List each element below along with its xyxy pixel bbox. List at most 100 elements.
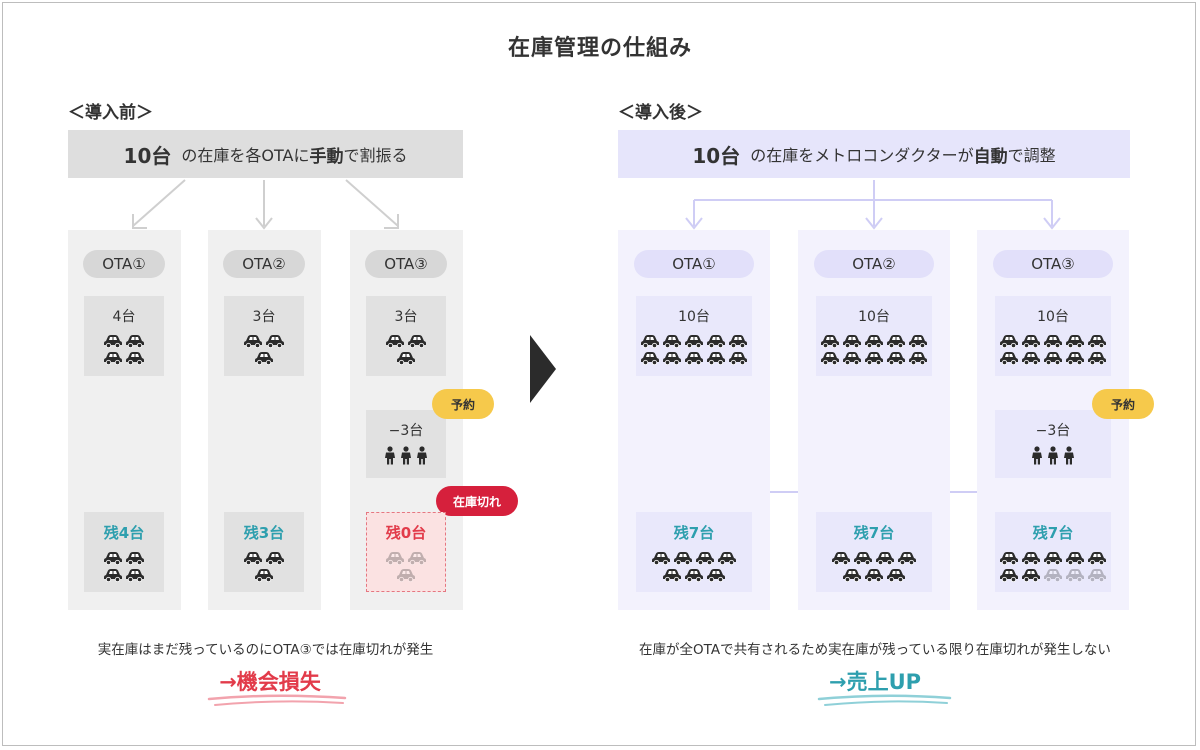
after-header-count: 10台 [692,143,741,168]
car-icon [104,352,122,365]
car-icon [909,335,927,348]
before-header-bold: 手動 [309,146,344,167]
car-row [242,566,286,583]
car-row [830,549,918,566]
car-icon [1088,335,1106,348]
car-row [639,349,749,366]
allocation-count: 10台 [678,309,710,325]
after-section-label: ＜導入後＞ [618,103,703,123]
car-icon [821,352,839,365]
car-icon [821,335,839,348]
car-icon [255,568,273,582]
after-ota2-allocation: 10台 [816,296,932,376]
car-icon [1000,551,1018,565]
car-group [998,332,1108,366]
allocation-count: 3台 [394,309,418,325]
car-row [830,566,918,583]
after-ota2-remaining: 残7台 [816,512,932,592]
car-icon [266,335,284,348]
after-underline-stroke [817,694,952,706]
car-icon [397,568,415,582]
car-icon [126,352,144,365]
car-icon [652,551,670,565]
car-icon [707,335,725,348]
person-icon [417,445,427,464]
car-icon [887,568,905,582]
car-icon [1066,551,1084,565]
car-icon [865,352,883,365]
before-ota1-remaining: 残4台 [84,512,164,592]
car-row [998,566,1108,583]
person-icon [385,445,395,464]
after-header: 10台 の在庫をメトロコンダクターが 自動 で調整 [618,130,1130,178]
car-group [998,549,1108,583]
car-icon [104,551,122,565]
before-header: 10台 の在庫を各OTAに 手動 で割振る [68,130,463,178]
after-ota3-label: OTA③ [993,250,1113,278]
after-result: →売上UP [828,670,922,694]
car-icon [1044,551,1062,565]
car-icon [386,551,404,565]
before-underline-stroke [207,694,347,706]
car-icon [1088,551,1106,565]
car-icon [685,335,703,348]
before-ota2-remaining: 残3台 [224,512,304,592]
car-icon [255,352,273,365]
car-icon [1066,335,1084,348]
allocation-count: 4台 [112,309,136,325]
before-caption: 実在庫はまだ残っているのにOTA③では在庫切れが発生 [97,642,434,658]
car-row [998,332,1108,349]
car-icon [898,551,916,565]
person-icon [401,445,411,464]
car-icon [266,551,284,565]
allocation-count: 10台 [1037,309,1069,325]
car-icon [244,335,262,348]
booking-count: −3台 [388,422,424,439]
after-ota2-label: OTA② [814,250,934,278]
people-group [382,445,430,469]
car-icon [1022,352,1040,365]
before-header-tail: で割振る [343,146,408,165]
car-group [242,332,286,366]
car-row [384,549,428,566]
booking-count: −3台 [1035,422,1071,439]
remaining-count: 残0台 [385,523,427,542]
car-icon [1022,568,1040,582]
car-icon [663,335,681,348]
car-icon [641,335,659,348]
car-icon [707,352,725,365]
before-ota1-allocation: 4台 [84,296,164,376]
out-of-stock-bubble: 在庫切れ [436,486,518,516]
car-row [650,549,738,566]
car-icon [854,551,872,565]
car-icon [843,352,861,365]
car-icon [104,568,122,582]
car-icon [663,568,681,582]
car-row [384,566,428,583]
car-icon [729,335,747,348]
car-group [830,549,918,583]
people-group [1029,445,1077,469]
car-group [384,549,428,583]
car-icon [641,352,659,365]
car-icon [1000,568,1018,582]
after-ota3-booking: −3台 [995,410,1111,478]
person-icon [1048,445,1058,464]
car-row [384,332,428,349]
car-row [998,349,1108,366]
remaining-count: 残7台 [1032,523,1074,542]
car-icon [865,568,883,582]
car-row [639,332,749,349]
before-ota2-allocation: 3台 [224,296,304,376]
remaining-count: 残7台 [853,523,895,542]
car-icon [663,352,681,365]
car-icon [1000,335,1018,348]
car-icon [729,352,747,365]
car-row [384,349,428,366]
after-ota1-label: OTA① [634,250,754,278]
before-ota3-booking: −3台 [366,410,446,478]
car-icon [1088,352,1106,365]
allocation-count: 10台 [858,309,890,325]
car-row [242,332,286,349]
car-group [102,549,146,583]
